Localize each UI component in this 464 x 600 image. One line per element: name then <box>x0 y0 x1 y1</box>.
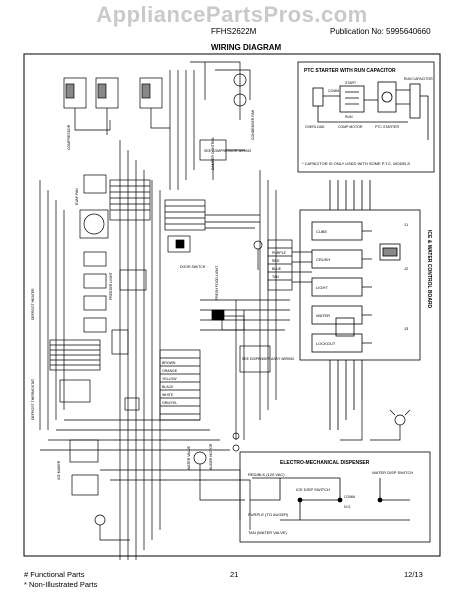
wire-purple: PURPLE <box>272 251 287 255</box>
wire-tan: TAN <box>272 275 279 279</box>
label-defrost-thermostat: DEFROST THERMOSTAT <box>31 378 35 420</box>
board-chip <box>379 243 401 261</box>
ptc-label-capacitor: RUN CAPACITOR <box>404 77 433 81</box>
label-auger-motor: AUGER MOTOR <box>209 443 213 470</box>
footer-page-number: 21 <box>230 570 239 579</box>
connector-block <box>164 199 206 231</box>
dispenser-light <box>340 400 411 441</box>
board-label-j3: J3 <box>404 326 409 331</box>
ptc-label-starter: PTC STARTER <box>375 125 399 129</box>
dispenser-purple: PURPLE (TO AUGER) <box>248 512 289 517</box>
wire-grn-yel: GRN/YEL <box>162 401 177 405</box>
wire-blue: BLUE <box>272 267 282 271</box>
electro-mechanical-dispenser-box <box>239 451 431 543</box>
dispenser-water-switch: WATER DISP SWITCH <box>372 470 413 475</box>
connector-block <box>267 239 293 291</box>
ptc-starter-box <box>297 61 435 173</box>
label-compressor: COMPRESSOR <box>67 124 71 150</box>
dispenser-wiring <box>193 239 312 501</box>
dispenser-red-blk: RED/BLK (120 VAC) <box>248 472 285 477</box>
label-condenser-fan: CONDENSER FAN <box>251 109 255 140</box>
label-freezer-light: FREEZER LIGHT <box>109 272 113 300</box>
ptc-label-comm: COMM <box>328 89 339 93</box>
board-label-crush: CRUSH <box>316 257 330 262</box>
label-ice-maker: ICE MAKER <box>57 460 61 480</box>
label-damper-control: DAMPER CONTROL <box>211 137 215 170</box>
board-label-light: LIGHT <box>316 285 328 290</box>
page-title: WIRING DIAGRAM <box>211 43 282 52</box>
dispenser-title: ELECTRO-MECHANICAL DISPENSER <box>280 460 370 466</box>
publication-number: Publication No: 5995640660 <box>330 27 431 36</box>
wire-white: WHITE <box>162 393 174 397</box>
ptc-label-run: RUN <box>345 115 353 119</box>
board-title: ICE & WATER CONTROL BOARD <box>426 230 432 309</box>
main-connector <box>109 179 151 221</box>
compressor-motor-symbol <box>339 85 365 113</box>
central-harness <box>109 139 290 440</box>
dispenser-tan: TAN (WATER VALVE) <box>248 530 288 535</box>
fan-motor <box>79 209 109 239</box>
watermark: AppliancePartsPros.com <box>96 2 368 27</box>
dispenser-comm: COMM <box>344 495 355 499</box>
board-label-j2: J2 <box>404 266 409 271</box>
footer-date: 12/13 <box>404 570 423 579</box>
ice-water-control-board <box>299 180 421 430</box>
wire-orange: ORANGE <box>162 369 178 373</box>
ptc-note: * CAPACITOR IS ONLY USED WITH SOME P.T.C… <box>302 161 410 166</box>
switch-block <box>167 235 191 253</box>
top-left-components <box>63 61 251 190</box>
label-water-valve: WATER VALVE <box>187 445 191 470</box>
board-label-j1: J1 <box>404 222 409 227</box>
diagram-border <box>23 53 441 557</box>
label-evap-fan: EVAP FAN <box>75 188 79 205</box>
ptc-label-motor: COMP MOTOR <box>338 125 363 129</box>
ptc-title: PTC STARTER WITH RUN CAPACITOR <box>304 68 396 74</box>
label-dispenser-assy: SEE DISPENSER ASSY WIRING <box>242 357 295 361</box>
component-block <box>83 174 107 194</box>
wire-black: BLACK <box>162 385 174 389</box>
wire-yellow: YELLOW <box>162 377 177 381</box>
board-label-lockout: LOCKOUT <box>316 341 336 346</box>
board-label-water: WATER <box>316 313 330 318</box>
dispenser-no: N.O. <box>344 505 351 509</box>
ptc-symbol <box>377 81 397 113</box>
motor-block <box>71 474 99 496</box>
label-fresh-food-light: FRESH FOOD LIGHT <box>215 265 219 300</box>
board-label-cube: CUBE <box>316 229 327 234</box>
label-defrost-heater: DEFROST HEATER <box>31 288 35 320</box>
ptc-label-overload: OVERLOAD <box>305 125 325 129</box>
model-number: FFHS2622M <box>211 27 257 36</box>
label-door-switch: DOOR SWITCH <box>180 265 206 269</box>
component-block <box>69 439 99 463</box>
run-capacitor-symbol <box>409 83 421 119</box>
dispenser-ice-switch: ICE DISP SWITCH <box>296 487 330 492</box>
wire-red: RED <box>272 259 280 263</box>
footer-functional-parts: # Functional Parts <box>24 570 85 579</box>
left-column-components <box>39 140 251 560</box>
dispenser-assy-block <box>239 345 271 373</box>
color-code-block <box>159 349 201 421</box>
label-compressor-wiring: SEE COMPRESSOR WIRING <box>204 149 252 153</box>
wire-brown: BROWN <box>162 361 176 365</box>
ptc-label-start: START <box>345 81 357 85</box>
footer-non-illustrated: * Non-Illustrated Parts <box>24 580 98 589</box>
